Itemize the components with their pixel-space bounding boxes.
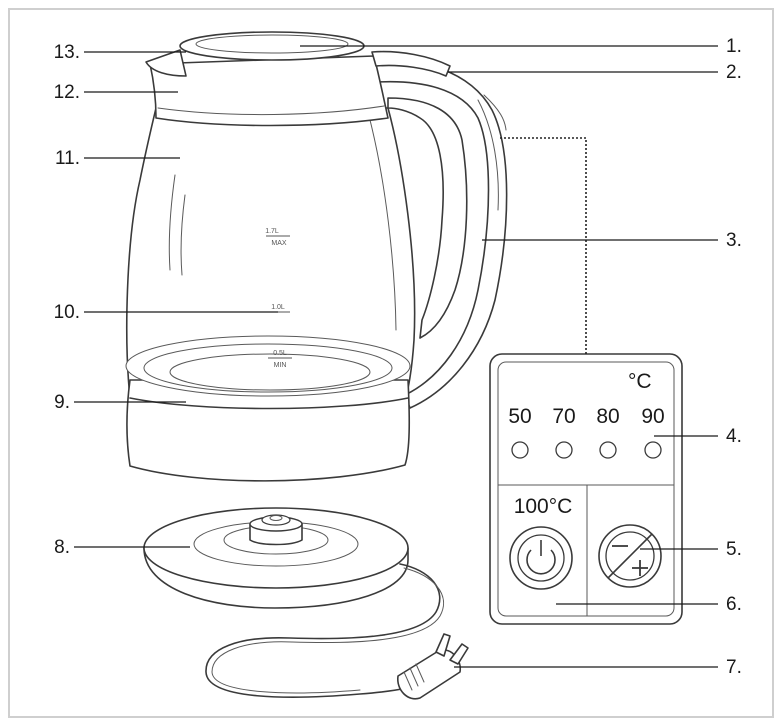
callout-7: 7.	[726, 657, 742, 678]
temp-80-indicator	[599, 441, 617, 459]
leader-lines	[74, 45, 718, 668]
temp-50-indicator	[511, 441, 529, 459]
kettle-collar	[149, 55, 389, 127]
power-base	[143, 507, 409, 609]
control-panel: °C 50 70 80 90 100°C	[489, 353, 683, 625]
control-panel-outer	[489, 353, 683, 625]
min-volume-text: 0.5L	[273, 350, 287, 357]
callout-numbers: 13. 12. 11. 10. 9. 8. 1. 2. 3. 4. 5. 6. …	[54, 36, 742, 678]
max-volume-text: 1.7L	[265, 228, 279, 235]
callout-4: 4.	[726, 426, 742, 447]
temperature-unit-text: °C	[628, 370, 652, 393]
temp-50-text: 50	[508, 405, 531, 428]
callout-11: 11.	[55, 148, 80, 169]
temp-70-text: 70	[552, 405, 575, 428]
callout-13: 13.	[54, 42, 80, 63]
power-plug	[397, 633, 469, 700]
temp-90-text: 90	[641, 405, 664, 428]
temp-70-indicator	[555, 441, 573, 459]
lid-release-button	[371, 50, 451, 77]
callout-9: 9.	[54, 392, 70, 413]
max-label-text: MAX	[271, 240, 287, 247]
kettle-handle	[369, 57, 508, 409]
kettle: 1.7L MAX 1.0L 0.5L MIN	[125, 31, 508, 482]
callout-8: 8.	[54, 537, 70, 558]
power-cord	[205, 563, 445, 698]
callout-6: 6.	[726, 594, 742, 615]
callout-2: 2.	[726, 62, 742, 83]
kettle-handle-grip	[387, 97, 468, 339]
temp-90-indicator	[644, 441, 662, 459]
minus-plus-icon	[598, 524, 662, 588]
callout-1: 1.	[726, 36, 742, 57]
figure-border	[8, 8, 774, 718]
boil-temperature-text: 100°C	[514, 495, 573, 518]
min-label-text: MIN	[274, 362, 287, 369]
callout-10: 10.	[54, 302, 80, 323]
control-panel-inner	[497, 361, 675, 617]
mid-volume-text: 1.0L	[271, 304, 285, 311]
callout-3: 3.	[726, 230, 742, 251]
power-icon	[509, 526, 573, 590]
callout-5: 5.	[726, 539, 742, 560]
callout-12: 12.	[54, 82, 80, 103]
panel-connector-line	[500, 137, 587, 354]
power-base-top	[143, 507, 409, 589]
kettle-spout	[145, 49, 187, 77]
temp-80-text: 80	[596, 405, 619, 428]
kettle-base	[126, 379, 411, 482]
